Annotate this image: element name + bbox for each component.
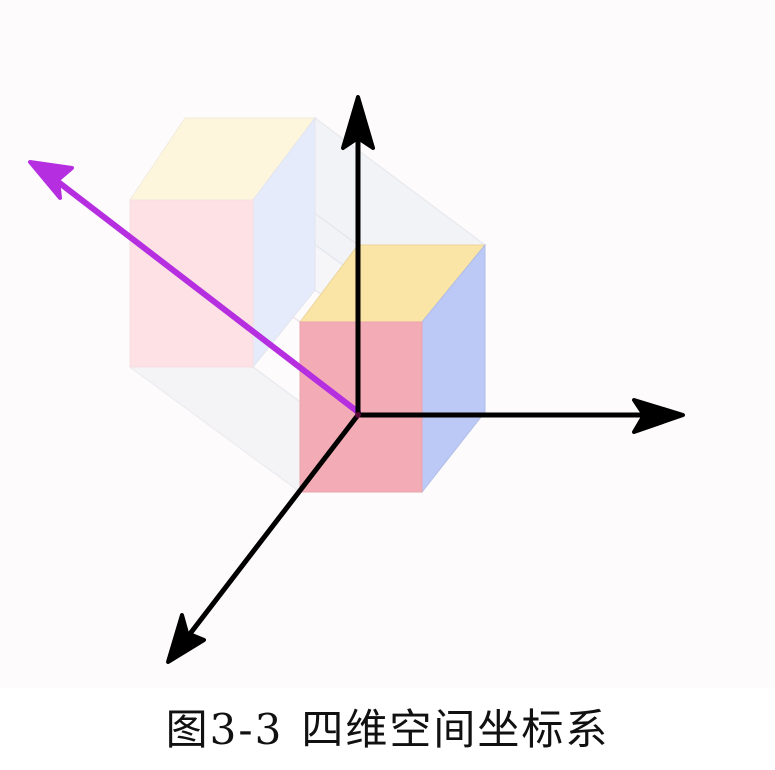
origin-point: [355, 412, 361, 418]
figure-caption: 图3-3 四维空间坐标系: [0, 700, 775, 760]
figure-number: 图3-3: [165, 705, 284, 754]
four-dimensional-coordinate-diagram: [28, 95, 685, 664]
front-cube: [298, 243, 487, 494]
x-axis-arrowhead-icon: [632, 398, 685, 434]
w-axis-arrow: [37, 165, 361, 415]
z-axis-arrowhead-icon: [166, 613, 206, 664]
ghost-cube: [129, 116, 317, 369]
figure-canvas: [28, 95, 685, 664]
z-axis-arrow: [173, 412, 361, 655]
w-axis-arrowhead-icon: [28, 160, 74, 200]
axes: [28, 95, 685, 664]
figure-title: 四维空间坐标系: [301, 705, 610, 754]
y-axis-arrowhead-icon: [341, 95, 375, 150]
